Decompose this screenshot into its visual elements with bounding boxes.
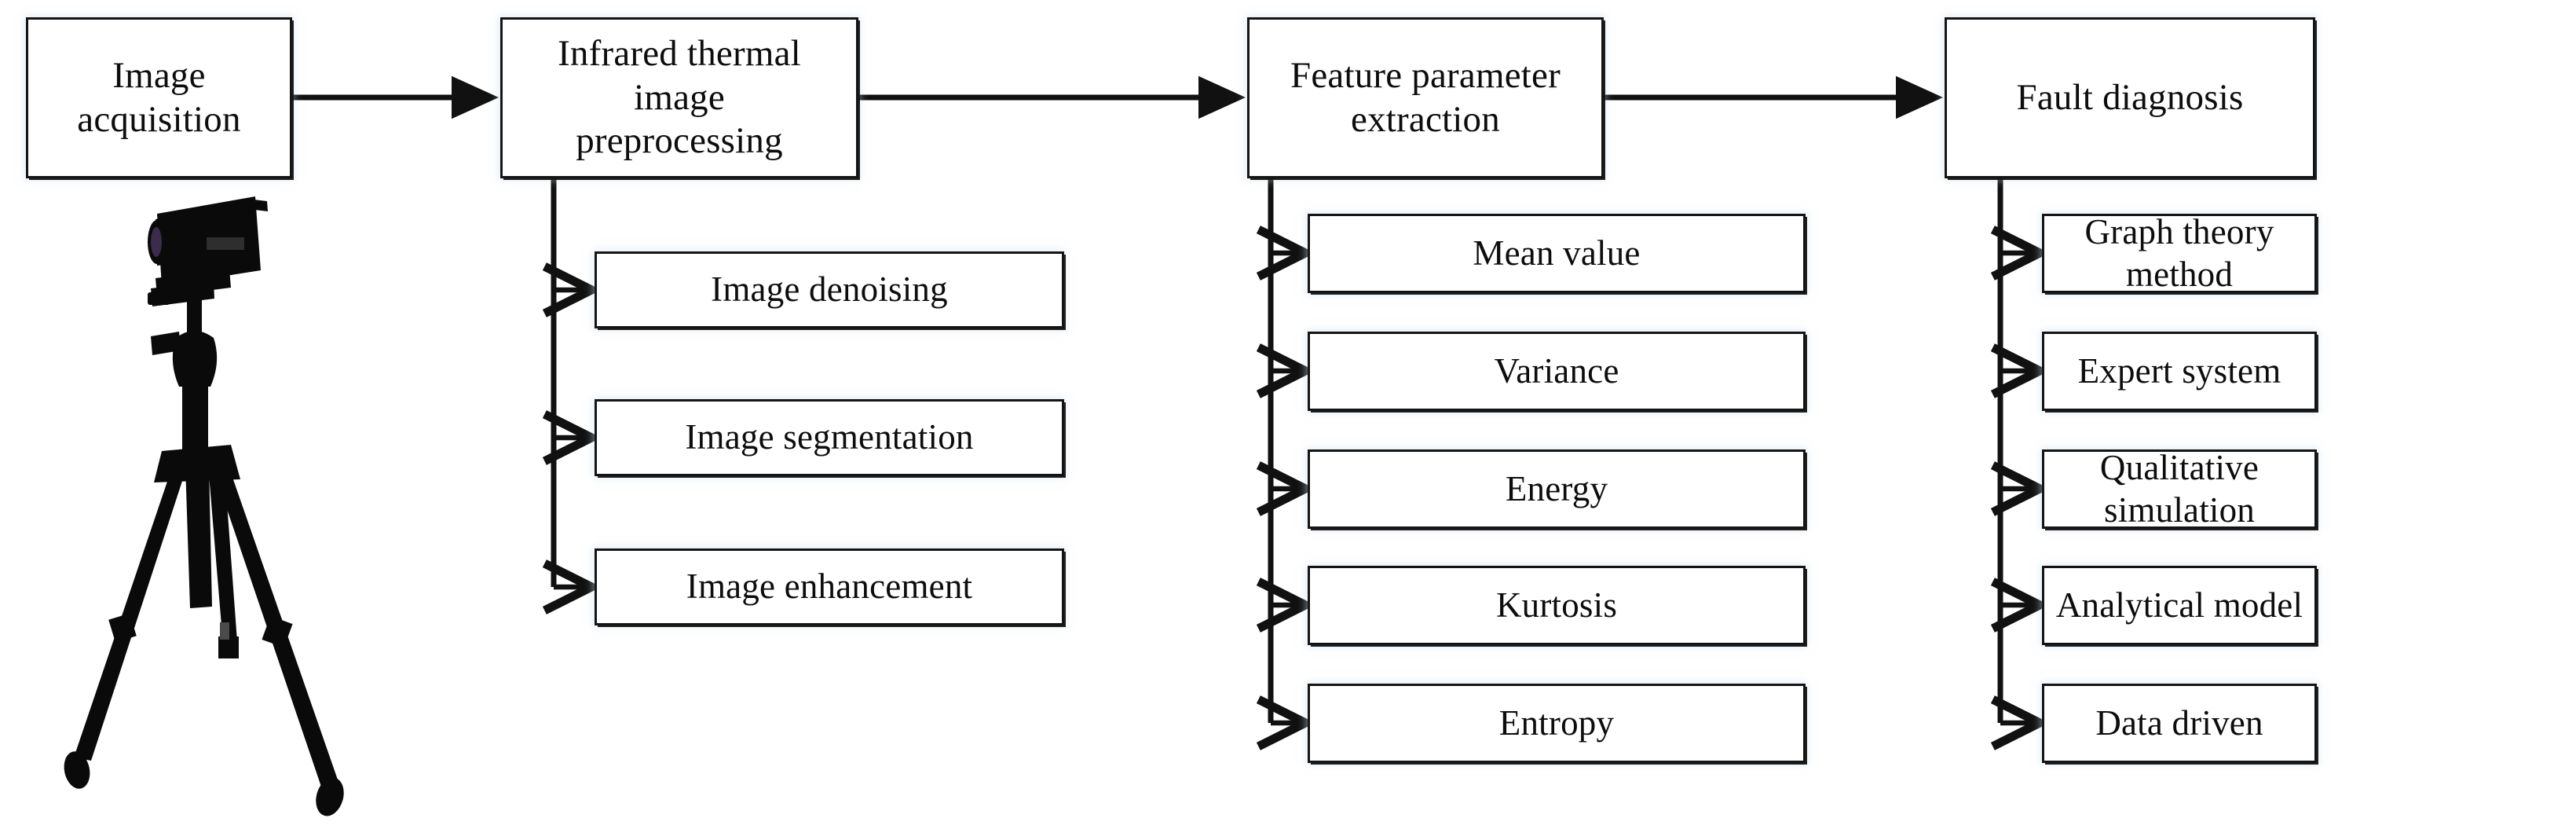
- tripod-riser-column: [187, 292, 202, 341]
- stage-box-preprocessing[interactable]: Infrared thermal image preprocessing: [500, 17, 858, 178]
- sub-label-qualitative-simulation: Qualitative simulation: [2099, 448, 2259, 530]
- stage-label-fault-diagnosis: Fault diagnosis: [2016, 76, 2244, 118]
- tripod-leg-rear: [185, 464, 212, 608]
- sub-label-kurtosis: Kurtosis: [1495, 585, 1618, 625]
- tripod-rear-tube-highlight: [220, 622, 229, 640]
- sub-box-kurtosis[interactable]: Kurtosis: [1308, 566, 1806, 645]
- tripod-center-column: [182, 383, 208, 456]
- tripod-leg-left-lock: [108, 613, 137, 643]
- branch-arrows-extraction: [1271, 253, 1301, 723]
- sub-label-analytical-model: Analytical model: [2055, 585, 2303, 625]
- thermal-camera-tripod-illustration: [64, 196, 344, 816]
- sub-box-variance[interactable]: Variance: [1308, 332, 1806, 411]
- branch-arrows-diagnosis: [2000, 253, 2036, 723]
- pan-lock-knob: [151, 332, 181, 355]
- quick-release-lever: [148, 292, 170, 305]
- tripod-leg-rear-extension: [209, 471, 237, 644]
- sub-label-expert-system: Expert system: [2077, 350, 2281, 391]
- tripod-leg-right-lock: [262, 615, 293, 648]
- sub-box-mean-value[interactable]: Mean value: [1308, 214, 1806, 293]
- sub-box-data-driven[interactable]: Data driven: [2042, 684, 2317, 763]
- sub-box-entropy[interactable]: Entropy: [1308, 684, 1806, 763]
- stage-box-image-acquisition[interactable]: Image acquisition: [26, 17, 292, 178]
- stage-label-feature-extraction: Feature parameter extraction: [1290, 55, 1561, 140]
- sub-label-image-denoising: Image denoising: [711, 270, 948, 310]
- sub-label-energy: Energy: [1505, 468, 1608, 508]
- sub-label-variance: Variance: [1494, 350, 1619, 391]
- stage-label-preprocessing: Infrared thermal image preprocessing: [558, 33, 801, 162]
- sub-label-mean-value: Mean value: [1473, 233, 1641, 273]
- sub-box-graph-theory-method[interactable]: Graph theory method: [2042, 212, 2317, 294]
- tripod-ball-head: [172, 331, 218, 387]
- sub-label-data-driven: Data driven: [2095, 702, 2263, 743]
- sub-box-expert-system[interactable]: Expert system: [2042, 332, 2317, 411]
- sub-label-graph-theory-method: Graph theory method: [2084, 212, 2274, 294]
- stage-label-image-acquisition: Image acquisition: [77, 55, 241, 140]
- sub-label-image-enhancement: Image enhancement: [686, 567, 973, 607]
- tripod-foot-right: [316, 777, 344, 816]
- stage-box-feature-extraction[interactable]: Feature parameter extraction: [1247, 17, 1604, 178]
- camera-brand-plate: [207, 237, 244, 250]
- sub-box-analytical-model[interactable]: Analytical model: [2042, 566, 2317, 645]
- sub-label-image-segmentation: Image segmentation: [685, 417, 974, 457]
- sub-box-image-segmentation[interactable]: Image segmentation: [595, 399, 1064, 476]
- tripod-foot-left: [64, 751, 90, 789]
- sub-label-entropy: Entropy: [1498, 702, 1615, 743]
- tripod-rear-leg-foot: [218, 636, 239, 658]
- sub-box-qualitative-simulation[interactable]: Qualitative simulation: [2042, 448, 2317, 530]
- branch-arrows-preprocessing: [554, 290, 587, 587]
- sub-box-image-denoising[interactable]: Image denoising: [595, 251, 1064, 328]
- sub-box-energy[interactable]: Energy: [1308, 449, 1806, 529]
- sub-box-image-enhancement[interactable]: Image enhancement: [595, 548, 1064, 625]
- stage-box-fault-diagnosis[interactable]: Fault diagnosis: [1945, 17, 2315, 178]
- camera-lens-glass: [151, 227, 162, 257]
- camera-connector-nub: [254, 200, 268, 211]
